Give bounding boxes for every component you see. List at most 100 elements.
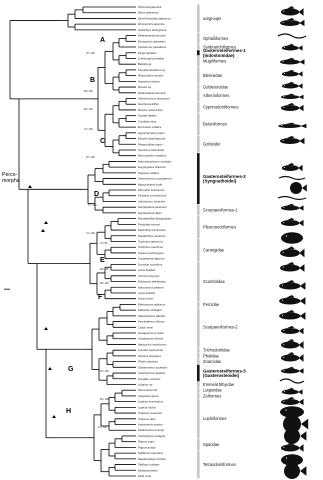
- branch-marker: [44, 327, 48, 330]
- group-bar: [197, 262, 200, 301]
- branch-marker: [48, 367, 52, 370]
- group-label: Percidae: [203, 302, 220, 307]
- group-bar: [197, 308, 200, 347]
- fish-icon: [284, 428, 306, 444]
- fish-icon: [278, 197, 306, 200]
- group-bar: [197, 136, 200, 153]
- taxon-label: Moriarchus splendens: [138, 39, 166, 43]
- fish-icon: [281, 397, 304, 405]
- group-bar: [197, 302, 200, 307]
- taxon-label: Bedotia sp.: [138, 62, 152, 66]
- taxon-label: Monocentris japonica: [138, 22, 165, 26]
- support-value: 96 / 100: [84, 90, 93, 93]
- taxon-label: Sufflamen fraenatus: [138, 451, 164, 455]
- fish-icon: [281, 442, 304, 452]
- fish-icon: [282, 388, 303, 395]
- group-label: Ophidiiformes: [203, 36, 228, 41]
- support-value: 77 / 100: [88, 204, 97, 207]
- taxon-label: Thunnus thynnus: [138, 274, 160, 278]
- taxon-label: Anoplopoma fimbria: [137, 337, 163, 341]
- fish-icon: [278, 34, 306, 38]
- taxon-label: Rhacochilus toxotes: [138, 74, 164, 78]
- fish-icon: [281, 94, 304, 100]
- taxon-label: Takifugu rubripes: [138, 463, 160, 467]
- group-label: Emmelichthyidae: [203, 382, 235, 387]
- fish-icon: [282, 82, 303, 89]
- taxon-label: Coryphaena hippurus: [138, 257, 165, 261]
- taxon-label: Atherinomorus lacunosus: [137, 97, 170, 101]
- fish-icon: [281, 218, 304, 226]
- group-bar: [197, 348, 200, 353]
- taxon-label: Melanocetus murrayi: [138, 428, 164, 432]
- support-value: 91 / 100: [98, 426, 107, 429]
- fish-icon: [281, 204, 304, 211]
- fish-icon: [280, 58, 304, 65]
- taxon-label: Gasterosteus aculeatus: [138, 365, 168, 369]
- taxon-label: Pegasus volitans: [138, 171, 160, 175]
- taxon-label: Polymixia japonica: [138, 5, 162, 9]
- group-bar: [197, 90, 200, 101]
- group-bar: [197, 50, 200, 55]
- group-bars: [197, 4, 200, 478]
- support-value: 71 / 100: [86, 232, 95, 235]
- group-bar: [197, 4, 200, 32]
- taxon-label: Chaunax abei: [138, 417, 156, 421]
- taxon-label: Microcanthus strigatus: [138, 154, 167, 158]
- group-label: Atheriniformes: [203, 93, 229, 98]
- group-bar: [197, 388, 200, 393]
- taxon-label: Auxis thazard: [137, 268, 155, 272]
- taxon-label: Microphis brachyurus: [138, 188, 165, 192]
- taxon-label: Indostomus paradoxus: [138, 45, 167, 49]
- group-label: Zoarcidae: [203, 359, 222, 364]
- taxon-label: Chaunax tosaensis: [138, 411, 162, 415]
- clade-letter: B: [90, 77, 95, 84]
- clade-letter: F: [98, 294, 103, 301]
- group-label: Gobioidei: [203, 142, 220, 147]
- fish-icon: [281, 326, 304, 334]
- taxon-label: Crenimugil crenilabis: [138, 56, 165, 60]
- group-label: Lophiiformes: [203, 416, 226, 421]
- group-sublabel: (Syngnathoidei): [203, 179, 237, 184]
- taxon-label: Stephanolepis cirrhifer: [138, 457, 167, 461]
- taxon-label: Sebastes schlegeli: [138, 308, 162, 312]
- taxon-label: Caranx melampygus: [138, 251, 164, 255]
- group-label: Scorpaeniformes-2: [203, 325, 238, 330]
- fish-icon: [282, 44, 303, 51]
- support-value: 76 / 96: [100, 242, 108, 245]
- group-bar: [197, 67, 200, 84]
- fish-icon: [280, 262, 304, 272]
- group-bar: [197, 56, 200, 67]
- taxon-label: Auxis thazard: [137, 291, 155, 295]
- taxon-label: Eleotris acanthopoma: [138, 137, 165, 141]
- support-value: 97 / 100: [86, 52, 95, 55]
- taxon-label: Platichthys bicoloratus: [138, 228, 166, 232]
- fish-icon: [280, 379, 304, 383]
- taxon-label: Mastacembelus: [138, 468, 158, 472]
- fish-icon: [282, 70, 303, 77]
- taxon-label: Pholis nebulosa: [138, 360, 158, 364]
- taxon-label: Trachurus trachurus: [138, 245, 163, 249]
- group-label: Tetraodontiformes: [203, 462, 236, 467]
- group-bar: [197, 153, 200, 204]
- taxon-label: Caulophryne pelagica: [138, 434, 165, 438]
- group-label: Scorpaeniformes-1: [203, 207, 238, 212]
- tree-branches: [4, 7, 136, 476]
- group-bar: [197, 44, 200, 49]
- taxon-label: Neoclinus blanchardi: [138, 148, 164, 152]
- taxon-label: Katsuwonus pelamis: [138, 285, 164, 289]
- taxon-label: Hexagrammos otakii: [138, 331, 164, 335]
- taxon-label: Lutjanus sp.: [138, 382, 153, 386]
- group-bar: [197, 451, 200, 479]
- group-label: Carangidae: [203, 247, 225, 252]
- fish-icon: [281, 6, 304, 16]
- fish-icon: [282, 163, 303, 171]
- group-label: Scombridae: [203, 279, 226, 284]
- taxon-label: Antigonia capros: [137, 394, 159, 398]
- taxon-label: Solenostomus cyanopterus: [138, 177, 172, 181]
- group-bar: [197, 84, 200, 89]
- taxon-label: Rhyacichthys aspro: [138, 142, 163, 146]
- group-sublabel: (Indostomidae): [203, 53, 235, 58]
